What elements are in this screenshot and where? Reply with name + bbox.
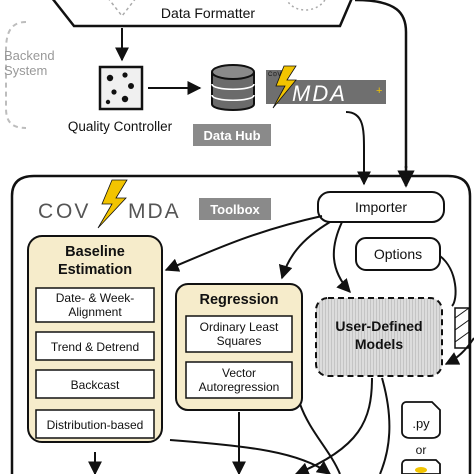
baseline-item-distribution — [35, 409, 155, 439]
arrow-importer-to-regression — [278, 221, 331, 280]
baseline-item-alignment-2: Alignment — [68, 305, 122, 319]
options-label: Options — [374, 246, 422, 262]
regression-title: Regression — [200, 292, 279, 308]
user-defined-models-box — [315, 297, 443, 377]
baseline-item-alignment — [35, 287, 155, 323]
toolbox-tag-label: Toolbox — [210, 202, 260, 217]
regression-item-var-1: Vector — [222, 366, 256, 380]
quality-controller-label: Quality Controller — [68, 119, 173, 134]
backend-side-label-2: System — [4, 63, 47, 78]
toolbox-frame — [10, 174, 472, 474]
regression-item-var — [185, 361, 293, 399]
toolbox-logo-c: C — [38, 200, 54, 223]
arrow-options-down — [439, 255, 457, 307]
baseline-title-1: Baseline — [65, 244, 125, 260]
python-file-icon: .py — [401, 401, 441, 439]
logo-mda-text: MDA — [292, 81, 347, 106]
backend-outer-frame — [354, 0, 408, 168]
baseline-item-trend — [35, 331, 155, 361]
arrow-regression-to-left — [299, 403, 341, 474]
importer-box — [317, 191, 445, 223]
arrow-hub-to-importer — [345, 111, 371, 186]
formatter-funnel-lines — [108, 0, 136, 18]
baseline-item-alignment-1: Date- & Week- — [56, 291, 134, 305]
backend-side-label-1: Backend — [4, 48, 55, 63]
baseline-title-2: Estimation — [58, 262, 132, 278]
quality-controller-icon — [98, 65, 144, 111]
baseline-item-backcast — [35, 369, 155, 399]
arrow-plugin-to-user-models — [444, 337, 474, 365]
data-formatter-label: Data Formatter — [161, 5, 255, 21]
toolbox-logo: C OV MDA — [38, 179, 181, 229]
arrow-importer-to-baseline — [164, 215, 323, 272]
plugin-slot — [454, 307, 470, 349]
toolbox-logo-mda: MDA — [128, 200, 181, 223]
user-models-label-1: User-Defined — [335, 318, 422, 334]
py-file-label: .py — [412, 416, 430, 431]
arrow-importer-to-user-models — [332, 221, 351, 294]
options-box — [355, 237, 441, 271]
arrow-right-edge — [379, 377, 391, 474]
toolbox-tag — [199, 198, 271, 220]
data-hub-label: Data Hub — [203, 128, 260, 143]
baseline-item-distribution-label: Distribution-based — [47, 418, 144, 432]
importer-label: Importer — [355, 199, 407, 215]
data-hub-tag — [193, 124, 271, 146]
user-models-label-2: Models — [355, 336, 403, 352]
covid-mda-logo: C⊙VID MDA + — [266, 65, 386, 109]
arrow-user-models-down — [294, 377, 373, 474]
arrow-baseline-to-right — [169, 439, 332, 474]
logo-plus-text: + — [376, 85, 382, 97]
r-file-icon — [401, 459, 441, 474]
regression-item-ols-1: Ordinary Least — [200, 320, 279, 334]
logo-small-text: C⊙VID — [268, 72, 288, 78]
toolbox-logo-ov: OV — [56, 200, 90, 223]
database-icon — [211, 64, 255, 111]
or-label: or — [416, 443, 427, 457]
regression-item-ols — [185, 315, 293, 353]
baseline-item-backcast-label: Backcast — [71, 378, 120, 392]
regression-item-ols-2: Squares — [217, 334, 262, 348]
data-formatter-box — [51, 0, 353, 28]
backend-dashed-bracket — [5, 21, 27, 129]
regression-item-var-2: Autoregression — [199, 380, 280, 394]
baseline-item-trend-label: Trend & Detrend — [51, 340, 139, 354]
